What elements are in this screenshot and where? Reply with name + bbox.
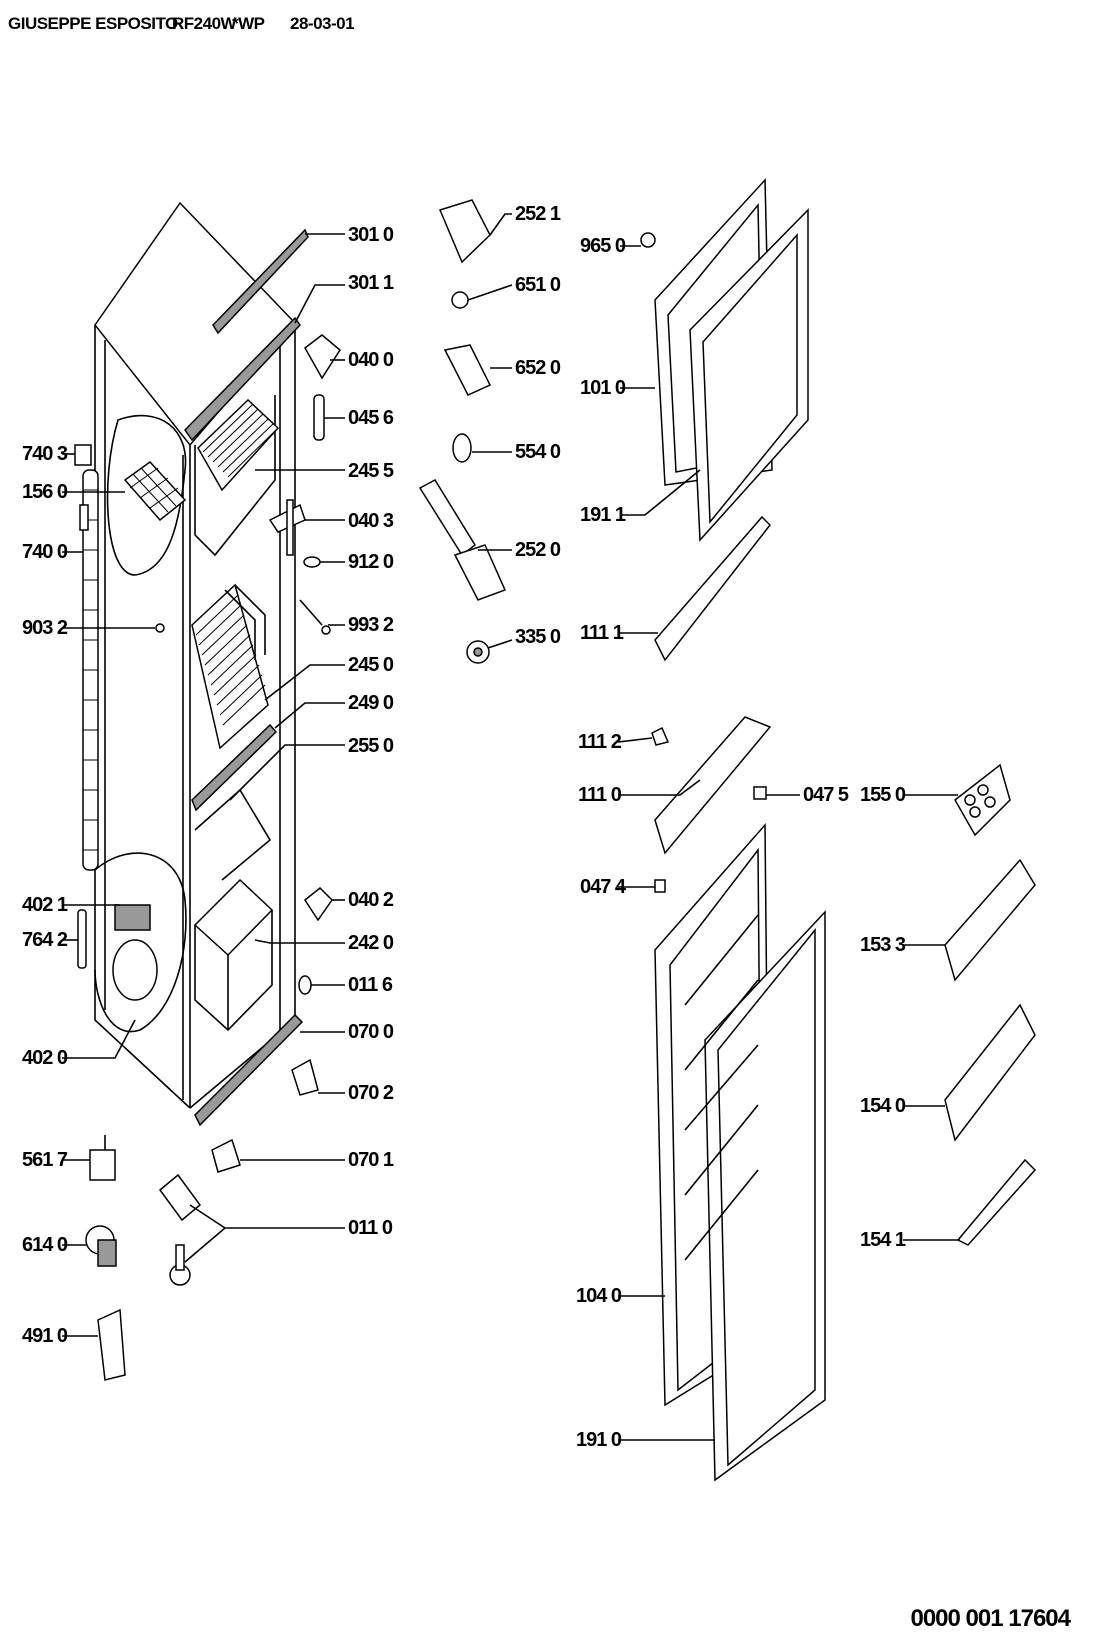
label-252-0: 252 0 bbox=[515, 539, 561, 561]
label-402-0: 402 0 bbox=[22, 1047, 68, 1069]
label-740-3: 740 3 bbox=[22, 443, 68, 465]
label-764-2: 764 2 bbox=[22, 929, 68, 951]
label-335-0: 335 0 bbox=[515, 626, 561, 648]
label-301-1: 301 1 bbox=[348, 272, 394, 294]
label-245-5: 245 5 bbox=[348, 460, 394, 482]
freezer-door bbox=[640, 178, 809, 893]
label-111-2: 111 2 bbox=[578, 731, 622, 753]
label-301-0: 301 0 bbox=[348, 224, 394, 246]
left-parts bbox=[74, 444, 202, 1381]
label-614-0: 614 0 bbox=[22, 1234, 68, 1256]
label-245-0: 245 0 bbox=[348, 654, 394, 676]
label-740-0: 740 0 bbox=[22, 541, 68, 563]
label-104-0: 104 0 bbox=[576, 1285, 622, 1307]
header-variant: *WP bbox=[232, 14, 265, 33]
label-154-1: 154 1 bbox=[860, 1229, 906, 1251]
label-040-2: 040 2 bbox=[348, 889, 394, 911]
label-070-2: 070 2 bbox=[348, 1082, 394, 1104]
label-111-1: 111 1 bbox=[580, 622, 624, 644]
label-491-0: 491 0 bbox=[22, 1325, 68, 1347]
label-047-5: 047 5 bbox=[803, 784, 849, 806]
cabinet-right-parts bbox=[211, 228, 341, 1173]
label-912-0: 912 0 bbox=[348, 551, 394, 573]
label-154-0: 154 0 bbox=[860, 1095, 906, 1117]
door-bins bbox=[944, 763, 1037, 1246]
label-101-0: 101 0 bbox=[580, 377, 626, 399]
label-651-0: 651 0 bbox=[515, 274, 561, 296]
label-047-4: 047 4 bbox=[580, 876, 626, 898]
label-040-0: 040 0 bbox=[348, 349, 394, 371]
header-author: GIUSEPPE ESPOSITO bbox=[8, 14, 178, 33]
label-040-3: 040 3 bbox=[348, 510, 394, 532]
label-155-0: 155 0 bbox=[860, 784, 906, 806]
label-191-1: 191 1 bbox=[580, 504, 626, 526]
label-070-1: 070 1 bbox=[348, 1149, 394, 1171]
leader-lines bbox=[62, 213, 960, 1441]
label-153-3: 153 3 bbox=[860, 934, 906, 956]
label-249-0: 249 0 bbox=[348, 692, 394, 714]
label-402-1: 402 1 bbox=[22, 894, 68, 916]
document-number: 0000 001 17604 bbox=[910, 1605, 1071, 1632]
label-070-0: 070 0 bbox=[348, 1021, 394, 1043]
label-242-0: 242 0 bbox=[348, 932, 394, 954]
label-111-0: 111 0 bbox=[578, 784, 622, 806]
label-561-7: 561 7 bbox=[22, 1149, 68, 1171]
control-parts bbox=[418, 199, 507, 664]
label-011-0: 011 0 bbox=[348, 1217, 393, 1239]
label-252-1: 252 1 bbox=[515, 203, 561, 225]
label-011-6: 011 6 bbox=[348, 974, 393, 996]
header-date: 28-03-01 bbox=[290, 14, 355, 33]
label-993-2: 993 2 bbox=[348, 614, 394, 636]
label-965-0: 965 0 bbox=[580, 235, 626, 257]
label-652-0: 652 0 bbox=[515, 357, 561, 379]
label-156-0: 156 0 bbox=[22, 481, 68, 503]
label-045-6: 045 6 bbox=[348, 407, 394, 429]
fridge-cabinet bbox=[82, 201, 304, 1127]
label-191-0: 191 0 bbox=[576, 1429, 622, 1451]
header-model: RF240W bbox=[172, 14, 237, 33]
fridge-door bbox=[654, 823, 826, 1482]
label-554-0: 554 0 bbox=[515, 441, 561, 463]
label-255-0: 255 0 bbox=[348, 735, 394, 757]
label-903-2: 903 2 bbox=[22, 617, 68, 639]
